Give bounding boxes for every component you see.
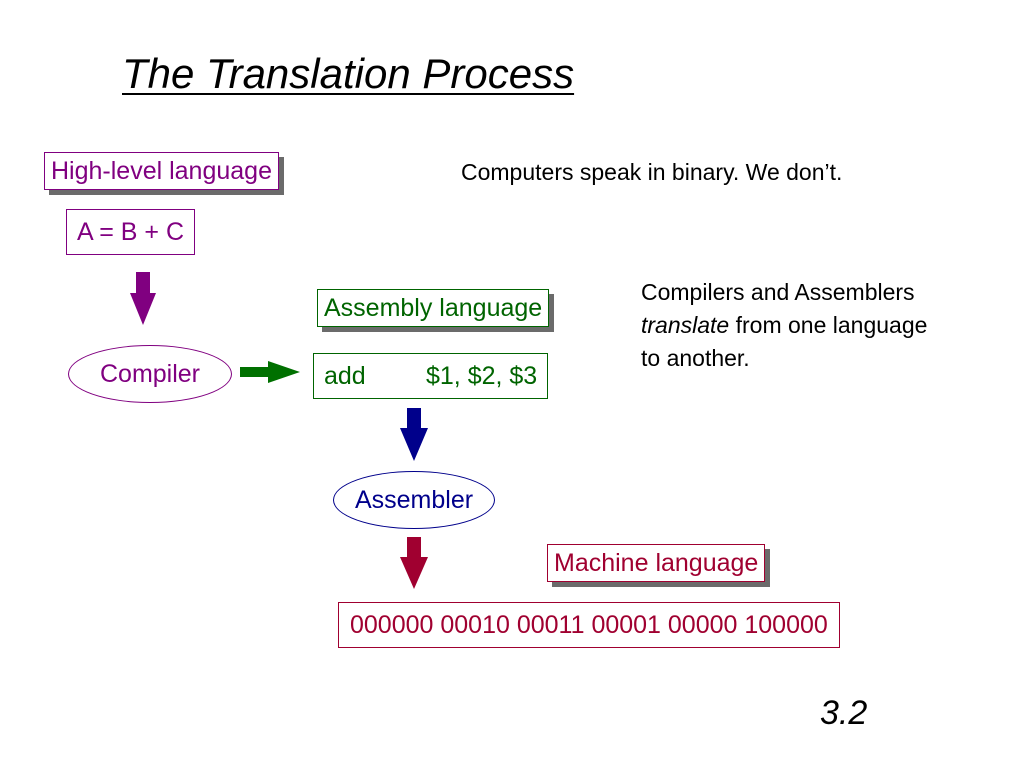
translate-note-line-1: Compilers and Assemblers bbox=[641, 279, 915, 305]
binary-note: Computers speak in binary. We don’t. bbox=[461, 159, 843, 185]
down-arrow-to-machine bbox=[400, 537, 428, 589]
translate-emphasis: translate bbox=[641, 312, 730, 338]
machine-code-box: 000000 00010 00011 00001 00000 100000 bbox=[338, 602, 840, 648]
right-arrow-compiler-to-assembly bbox=[240, 361, 300, 383]
assembly-operands: $1, $2, $3 bbox=[426, 362, 538, 390]
high-level-code-box: A = B + C bbox=[66, 209, 196, 255]
assembler-label: Assembler bbox=[354, 485, 474, 514]
assembly-language-label: Assembly language bbox=[317, 289, 550, 327]
assembly-code-box: add $1, $2, $3 bbox=[313, 353, 549, 399]
translate-note-line-2-rest: from one language bbox=[729, 312, 928, 338]
translate-note-line-3: to another. bbox=[641, 345, 750, 371]
assembler-ellipse: Assembler bbox=[333, 471, 495, 529]
compiler-ellipse: Compiler bbox=[68, 345, 232, 403]
assembly-opcode: add bbox=[324, 362, 366, 390]
slide-number: 3.2 bbox=[820, 694, 868, 732]
translate-note: Compilers and Assemblers translate from … bbox=[641, 276, 927, 375]
high-level-language-label: High-level language bbox=[44, 152, 279, 190]
machine-language-label: Machine language bbox=[547, 544, 766, 582]
down-arrow-to-assembler bbox=[400, 408, 428, 461]
slide-title: The Translation Process bbox=[122, 50, 575, 97]
translate-note-line-2: translate from one language bbox=[641, 309, 927, 342]
down-arrow-to-compiler bbox=[130, 272, 156, 325]
compiler-label: Compiler bbox=[99, 359, 201, 388]
